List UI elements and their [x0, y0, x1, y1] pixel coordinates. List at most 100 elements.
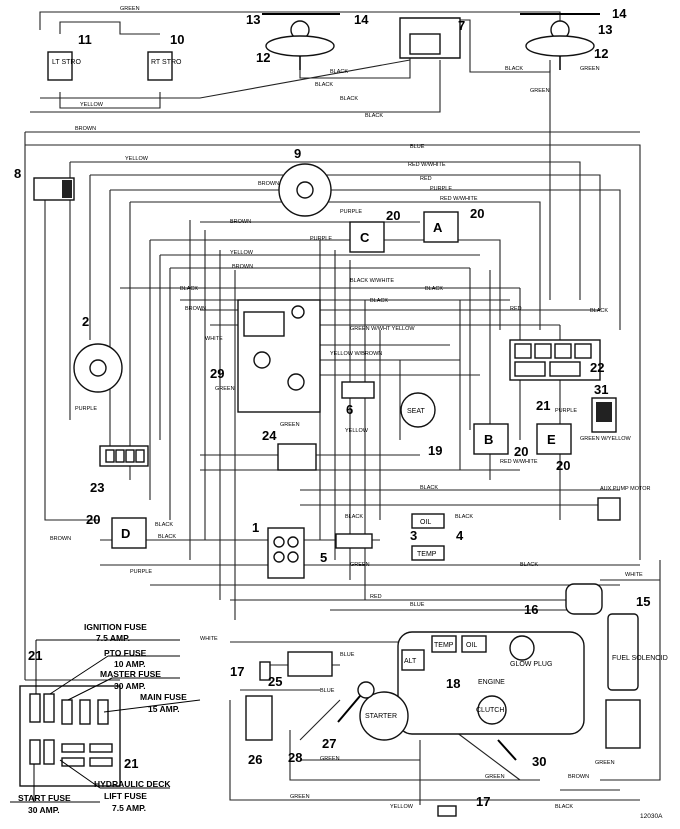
aux-pump-motor: AUX PUMP MOTOR [597, 486, 651, 521]
callout-19: 19 [428, 443, 442, 458]
relay-c: C [349, 221, 385, 253]
svg-text:SEAT: SEAT [407, 408, 425, 415]
wire-label-green: GREEN [580, 66, 600, 72]
wire-label-red-white: RED W/WHITE [440, 196, 478, 202]
wire-label-black: BLACK [345, 514, 363, 520]
callout-28: 28 [288, 750, 302, 765]
wire-label-green: GREEN [595, 760, 615, 766]
relay-e: E [536, 423, 572, 455]
wire-label-green: GREEN [320, 756, 340, 762]
wire-label-purple: PURPLE [555, 408, 577, 414]
callout-21: 21 [28, 648, 42, 663]
wire-label-green: GREEN [350, 562, 370, 568]
engine: ALT TEMP OIL GLOW PLUG ENGINE CLUTCH [397, 631, 585, 735]
wire-label-purple: PURPLE [310, 236, 332, 242]
wire-label-blue: BLUE [320, 688, 335, 694]
svg-text:OIL: OIL [466, 642, 477, 649]
hydraulic-fuse-line2: LIFT FUSE [104, 791, 147, 801]
seat-switch: SEAT [400, 392, 436, 428]
callout-20: 20 [514, 444, 528, 459]
wire-label-green: GREEN [290, 794, 310, 800]
callout-14: 14 [612, 6, 627, 21]
hydraulic-fuse-amp: 7.5 AMP. [112, 803, 146, 813]
svg-text:ALT: ALT [404, 658, 417, 665]
wire-label-white: WHITE [200, 636, 218, 642]
svg-text:B: B [484, 432, 493, 447]
callout-20: 20 [386, 208, 400, 223]
oil-lamp: OIL [411, 513, 445, 529]
wire-label-red: RED [510, 306, 522, 312]
callout-13: 13 [598, 22, 612, 37]
start-fuse-amp: 30 AMP. [28, 805, 60, 815]
left-strobe-light: LT STRO [47, 51, 81, 81]
wire-label-black: BLACK [330, 69, 348, 75]
wire-label-yellow: YELLOW [345, 428, 369, 434]
start-fuse-label: START FUSE [18, 793, 71, 803]
inline-fuse-17-bottom [437, 805, 457, 817]
light-switch [399, 17, 461, 59]
wire-label-yellow: YELLOW [390, 804, 414, 810]
wire-label-purple: PURPLE [130, 569, 152, 575]
callout-15: 15 [636, 594, 650, 609]
hour-meter [73, 343, 123, 393]
hydraulic-fuse-line1: HYDRAULIC DECK [94, 779, 171, 789]
wire-network [24, 11, 661, 805]
callout-16: 16 [524, 602, 538, 617]
fuel-pump-16 [565, 583, 603, 615]
starter-motor: STARTER [359, 691, 409, 741]
wire-label-purple: PURPLE [430, 186, 452, 192]
connector-24 [277, 443, 317, 471]
callout-6: 6 [346, 402, 353, 417]
wire-label-black: BLACK [180, 286, 198, 292]
callout-18: 18 [446, 676, 460, 691]
wire-label-red: RED [370, 594, 382, 600]
wire-label-black: BLACK [505, 66, 523, 72]
master-fuse-amp: 30 AMP. [114, 681, 146, 691]
connector-8 [33, 177, 75, 201]
wire-label-black: BLACK [315, 82, 333, 88]
fuse-holder-6 [341, 381, 375, 399]
wire-label-yellow: YELLOW [230, 250, 254, 256]
left-headlight [262, 13, 340, 70]
ignition-fuse-amp: 7.5 AMP. [96, 633, 130, 643]
wire-label-brown: BROWN [185, 306, 206, 312]
wire-label-black: BLACK [370, 298, 388, 304]
svg-text:OIL: OIL [420, 519, 431, 526]
wire-label-black: BLACK [555, 804, 573, 810]
callout-20: 20 [470, 206, 484, 221]
wire-label-black: BLACK [425, 286, 443, 292]
temp-lamp: TEMP [411, 545, 445, 561]
callout-3: 3 [410, 528, 417, 543]
callout-12: 12 [256, 50, 270, 65]
right-strobe-light: RT STRO [147, 51, 182, 81]
callout-1: 1 [252, 520, 259, 535]
svg-text:RT STRO: RT STRO [151, 59, 182, 66]
callout-5: 5 [320, 550, 327, 565]
wire-label-brown: BROWN [50, 536, 71, 542]
battery-26 [245, 695, 273, 741]
wire-label-yellow-brown: YELLOW W/BROWN [330, 351, 382, 357]
svg-text:GLOW PLUG: GLOW PLUG [510, 661, 552, 668]
wire-label-blue: BLUE [410, 144, 425, 150]
inline-fuse-17-top [259, 661, 271, 681]
callout-26: 26 [248, 752, 262, 767]
wire-label-purple: PURPLE [75, 406, 97, 412]
wire-label-brown: BROWN [568, 774, 589, 780]
wire-label-black: BLACK [455, 514, 473, 520]
connector-23 [99, 445, 149, 467]
main-fuse-label: MAIN FUSE [140, 692, 187, 702]
wire-label-blue: BLUE [340, 652, 355, 658]
relay-a: A [423, 211, 459, 243]
svg-text:A: A [433, 220, 443, 235]
wire-label-black: BLACK [158, 534, 176, 540]
callout-8: 8 [14, 166, 21, 181]
key-27 [337, 681, 375, 723]
wire-label-green: GREEN [280, 422, 300, 428]
wire-label-green: GREEN [120, 6, 140, 12]
wire-label-black: BLACK [365, 113, 383, 119]
diagram-id: 12030A [640, 813, 663, 820]
callout-4: 4 [456, 528, 464, 543]
callout-9: 9 [294, 146, 301, 161]
ignition-fuse-label: IGNITION FUSE [84, 622, 147, 632]
